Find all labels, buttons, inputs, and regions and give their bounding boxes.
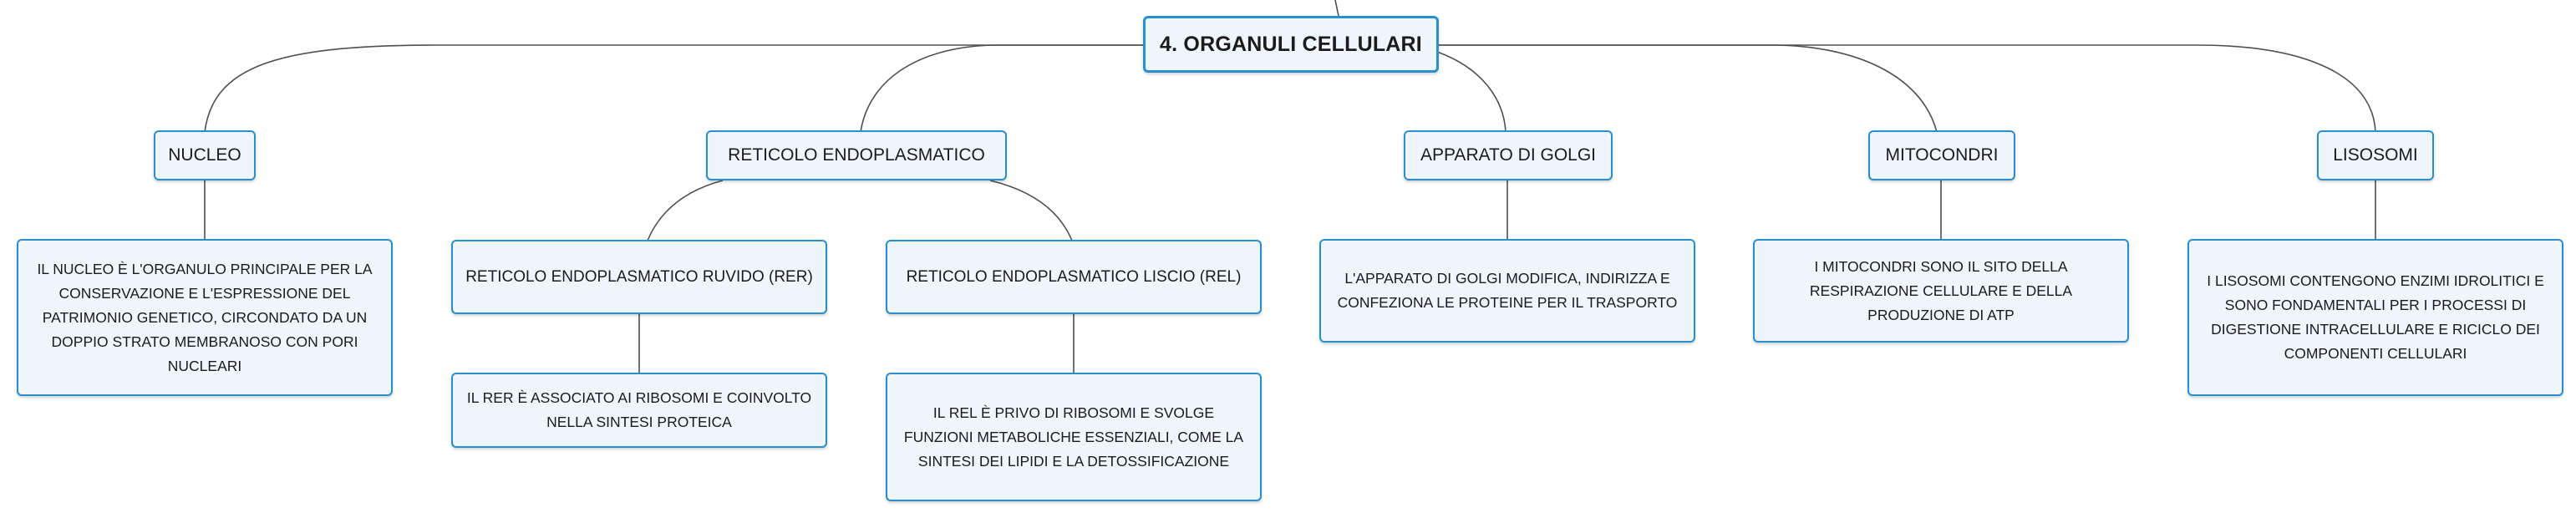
detail-node-mitocondri[interactable]: I MITOCONDRI SONO IL SITO DELLA RESPIRAZ… bbox=[1753, 239, 2129, 343]
sub-node-rer[interactable]: RETICOLO ENDOPLASMATICO RUVIDO (RER) bbox=[451, 240, 827, 314]
rer-label: RETICOLO ENDOPLASMATICO RUVIDO (RER) bbox=[465, 267, 813, 286]
mitocondri-label: MITOCONDRI bbox=[1885, 145, 1999, 165]
root-node[interactable]: 4. ORGANULI CELLULARI bbox=[1143, 16, 1439, 73]
mitocondri-detail: I MITOCONDRI SONO IL SITO DELLA RESPIRAZ… bbox=[1809, 257, 2073, 323]
branch-node-golgi[interactable]: APPARATO DI GOLGI bbox=[1404, 130, 1613, 180]
nucleo-label: NUCLEO bbox=[168, 145, 241, 165]
connector-root-to-golgi bbox=[1436, 51, 1506, 133]
detail-node-nucleo[interactable]: IL NUCLEO È L'ORGANULO PRINCIPALE PER LA… bbox=[17, 239, 393, 396]
branch-node-reticolo[interactable]: RETICOLO ENDOPLASMATICO bbox=[706, 130, 1007, 180]
branch-node-nucleo[interactable]: NUCLEO bbox=[154, 130, 256, 180]
detail-node-rel[interactable]: IL REL È PRIVO DI RIBOSOMI E SVOLGE FUNZ… bbox=[886, 373, 1262, 501]
detail-node-golgi[interactable]: L'APPARATO DI GOLGI MODIFICA, INDIRIZZA … bbox=[1319, 239, 1695, 343]
connector-root-to-reticolo bbox=[860, 44, 1145, 133]
lisosomi-detail: I LISOSOMI CONTENGONO ENZIMI IDROLITICI … bbox=[2207, 272, 2544, 362]
connector-parent-to-root bbox=[1334, 0, 1339, 17]
golgi-detail: L'APPARATO DI GOLGI MODIFICA, INDIRIZZA … bbox=[1337, 270, 1678, 311]
sub-node-rel[interactable]: RETICOLO ENDOPLASMATICO LISCIO (REL) bbox=[886, 240, 1262, 314]
connector-root-to-lisosomi bbox=[1437, 44, 2376, 133]
connector-root-to-mitocondri bbox=[1437, 44, 1938, 133]
rel-label: RETICOLO ENDOPLASMATICO LISCIO (REL) bbox=[906, 267, 1242, 286]
connector-reticolo-to-rel bbox=[989, 180, 1073, 241]
reticolo-label: RETICOLO ENDOPLASMATICO bbox=[728, 145, 985, 165]
connector-reticolo-to-rer bbox=[647, 180, 724, 241]
branch-node-mitocondri[interactable]: MITOCONDRI bbox=[1868, 130, 2015, 180]
detail-node-rer[interactable]: IL RER È ASSOCIATO AI RIBOSOMI E COINVOL… bbox=[451, 373, 827, 448]
root-label: 4. ORGANULI CELLULARI bbox=[1160, 32, 1422, 56]
rel-detail: IL REL È PRIVO DI RIBOSOMI E SVOLGE FUNZ… bbox=[903, 404, 1244, 470]
detail-node-lisosomi[interactable]: I LISOSOMI CONTENGONO ENZIMI IDROLITICI … bbox=[2187, 239, 2563, 396]
connector-root-to-nucleo bbox=[204, 44, 1145, 133]
rer-detail: IL RER È ASSOCIATO AI RIBOSOMI E COINVOL… bbox=[466, 389, 812, 430]
branch-node-lisosomi[interactable]: LISOSOMI bbox=[2317, 130, 2434, 180]
golgi-label: APPARATO DI GOLGI bbox=[1420, 145, 1597, 165]
nucleo-detail: IL NUCLEO È L'ORGANULO PRINCIPALE PER LA… bbox=[37, 260, 373, 374]
lisosomi-label: LISOSOMI bbox=[2333, 145, 2418, 165]
